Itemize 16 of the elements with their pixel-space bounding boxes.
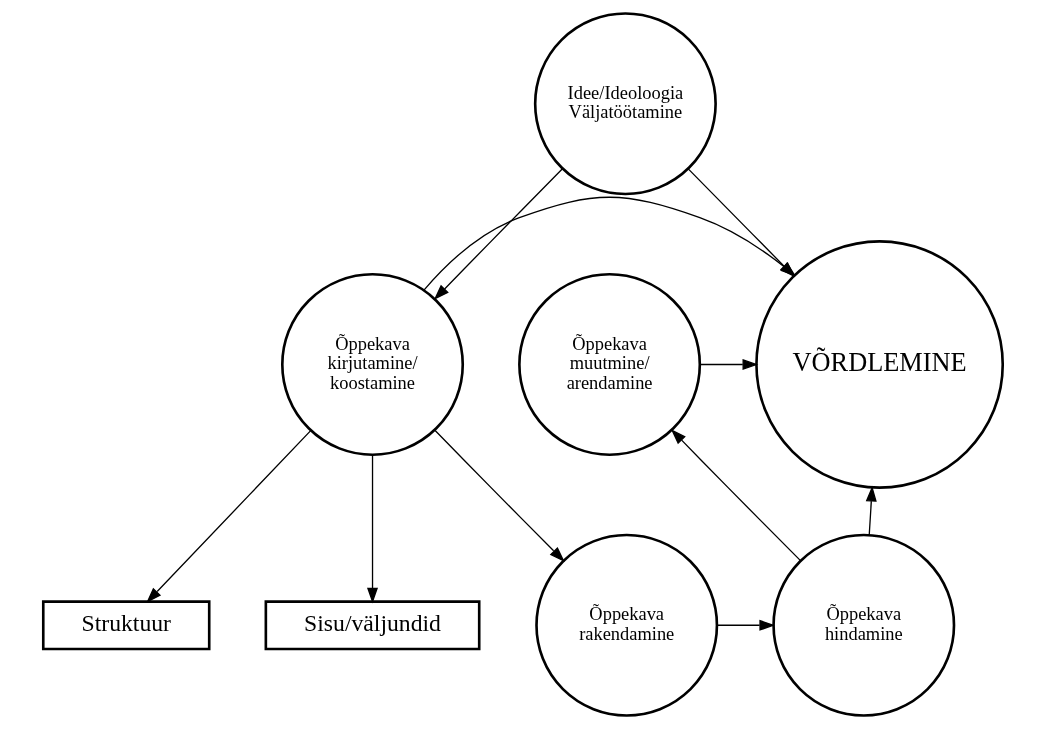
node-circle: Õppekava rakendamine bbox=[534, 533, 718, 717]
arrow bbox=[366, 454, 378, 604]
arrow bbox=[715, 619, 775, 631]
arrow bbox=[670, 429, 801, 562]
node-box: Struktuur bbox=[41, 600, 211, 651]
node-circle: Õppekava muutmine/ arendamine bbox=[517, 272, 701, 457]
arrow bbox=[865, 485, 877, 536]
node-circle: Õppekava kirjutamine/ koostamine bbox=[280, 272, 464, 457]
arrow bbox=[433, 429, 565, 563]
node-box: Sisu/väljundid bbox=[264, 600, 481, 651]
arrow bbox=[433, 168, 563, 301]
arrow bbox=[699, 358, 758, 371]
arrow bbox=[145, 429, 311, 603]
node-circle: VÕRDLEMINE bbox=[754, 240, 1004, 489]
node-circle: Idee/Ideoloogia Väljatöötamine bbox=[533, 12, 717, 196]
node-circle: Õppekava hindamine bbox=[771, 533, 955, 717]
